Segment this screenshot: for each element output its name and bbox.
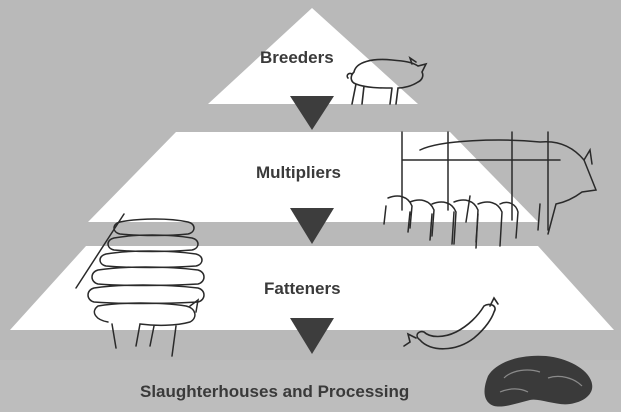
arrow-down-icon xyxy=(290,208,334,244)
tier-label-fatteners: Fatteners xyxy=(264,279,341,299)
arrow-down-icon xyxy=(290,318,334,354)
tier-label-breeders: Breeders xyxy=(260,48,334,68)
tier-label-slaughterhouses: Slaughterhouses and Processing xyxy=(140,382,409,402)
arrow-down-icon xyxy=(290,96,334,130)
tier-label-multipliers: Multipliers xyxy=(256,163,341,183)
